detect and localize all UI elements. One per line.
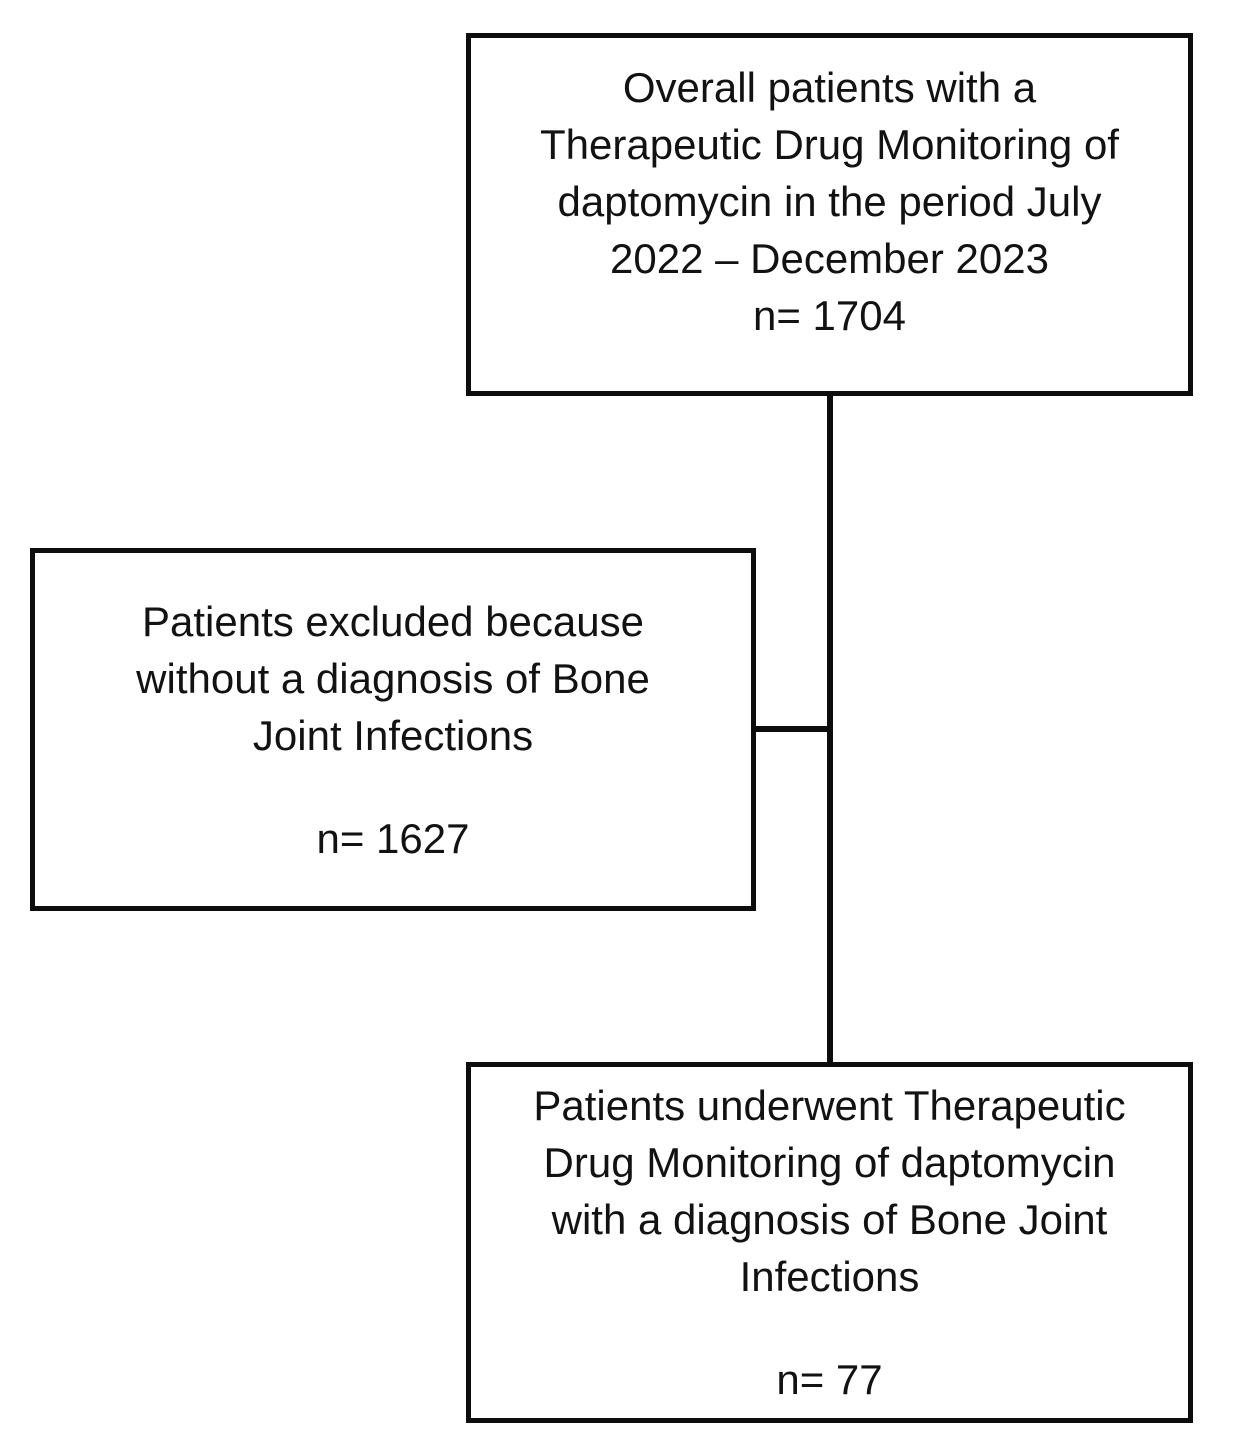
connector-vertical-line bbox=[827, 396, 833, 1063]
excluded-patients-text: Patients excluded because without a diag… bbox=[136, 597, 650, 759]
included-patients-count: n= 77 bbox=[776, 1356, 883, 1403]
box-included-patients: Patients underwent Therapeutic Drug Moni… bbox=[466, 1062, 1193, 1423]
connector-horizontal-line bbox=[754, 726, 830, 732]
box-excluded-patients: Patients excluded because without a diag… bbox=[30, 548, 756, 911]
box-overall-patients: Overall patients with a Therapeutic Drug… bbox=[466, 33, 1193, 396]
overall-patients-count: n= 1704 bbox=[753, 292, 906, 339]
excluded-patients-count: n= 1627 bbox=[316, 814, 470, 862]
overall-patients-text: Overall patients with a Therapeutic Drug… bbox=[540, 64, 1119, 282]
included-patients-text: Patients underwent Therapeutic Drug Moni… bbox=[533, 1082, 1126, 1300]
